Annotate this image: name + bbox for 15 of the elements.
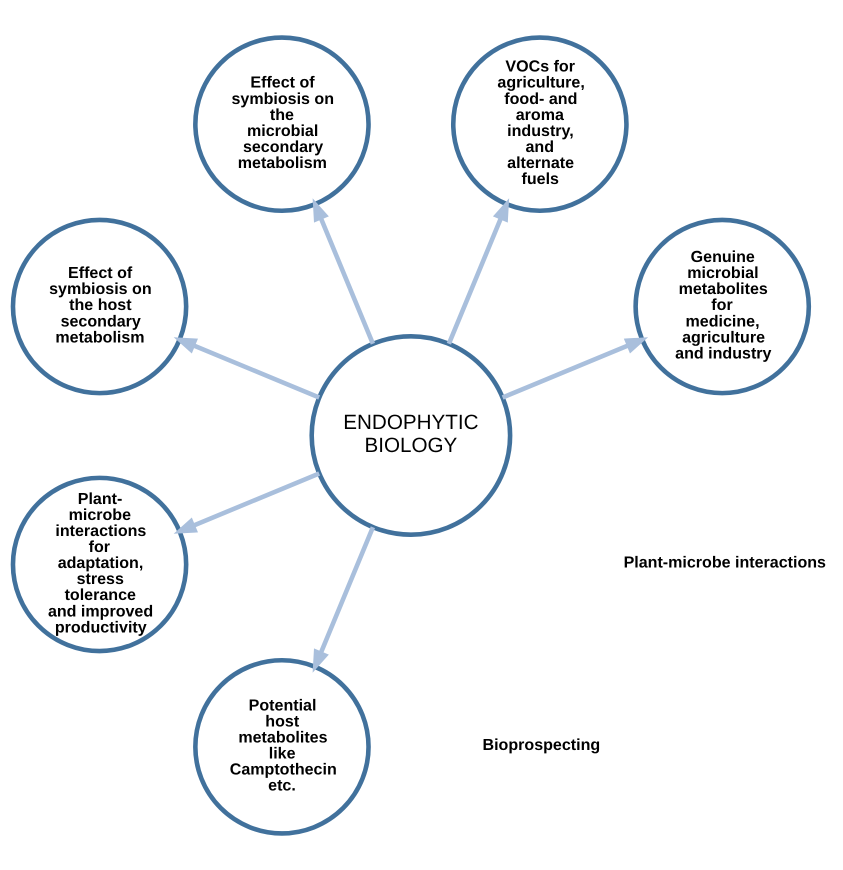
node-circle: Effect of symbiosis on the microbial secondary metabolism xyxy=(193,34,371,213)
label: Plant-microbe interactions xyxy=(624,553,826,572)
arrow xyxy=(312,526,376,672)
node-circle: Potential host metabolites like Camptothecin etc. xyxy=(193,657,371,836)
node-circle: Effect of symbiosis on the host secondary metabolism xyxy=(10,217,188,395)
arrow xyxy=(174,470,320,534)
label: Bioprospecting xyxy=(482,735,600,754)
arrow xyxy=(502,336,648,400)
node-circle: ENDOPHYTIC BIOLOGY xyxy=(309,334,512,536)
node-circle: Plant-microbe interactions for adaptation, stress tolerance and improved productivity xyxy=(10,475,188,653)
arrow xyxy=(312,198,376,344)
arrow xyxy=(174,336,320,400)
arrow xyxy=(446,198,510,344)
node-circle: VOCs for agriculture, food- and aroma industry, and alternate fuels xyxy=(450,34,629,213)
node-circle: Genuine microbial metabolites for medicine, agriculture and industry xyxy=(633,217,812,395)
